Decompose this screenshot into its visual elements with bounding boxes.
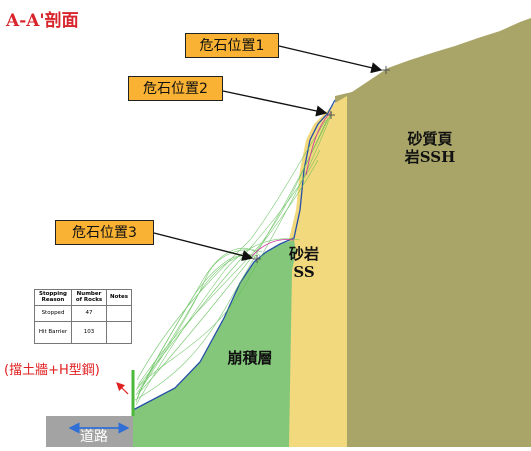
- sandy-shale-label-line2: 岩SSH: [404, 148, 456, 166]
- rock-marker-1: [382, 66, 390, 74]
- rock-marker-2: [327, 111, 335, 119]
- sandstone-label-line2: SS: [293, 263, 315, 281]
- wall-arrow: [116, 382, 129, 395]
- colluvium-layer: [133, 240, 296, 447]
- trajectory-path: [138, 249, 263, 393]
- stats-cell-count: 103: [71, 320, 107, 344]
- trajectory-path: [135, 254, 257, 403]
- stats-cell-reason: Stopped: [34, 304, 72, 322]
- colluvium-label: 崩積層: [227, 349, 273, 367]
- rockfall-trajectories: [134, 111, 333, 406]
- callout-arrow-1: [278, 45, 383, 74]
- sandstone-label-line1: 砂岩: [288, 245, 319, 263]
- rock-location-2-callout: 危石位置2: [128, 76, 223, 101]
- stopping-stats-table: Stopping Reason Number of Rocks Notes St…: [34, 289, 133, 344]
- trajectory-path: [136, 149, 321, 389]
- rock-source-markers: [253, 66, 390, 263]
- stats-header-count: Number of Rocks: [71, 289, 107, 306]
- table-row: Stopped 47: [34, 304, 133, 322]
- stats-header-row: Stopping Reason Number of Rocks Notes: [34, 289, 133, 306]
- sandstone-label: 砂岩 SS: [284, 245, 324, 281]
- section-title: A-A'剖面: [6, 11, 79, 31]
- sandstone-layer: [282, 96, 347, 447]
- trajectory-path: [136, 119, 327, 381]
- trajectory-path: [134, 114, 331, 401]
- trajectory-path: [137, 159, 319, 395]
- stats-cell-count: 47: [71, 304, 107, 322]
- stats-cell-notes: [105, 304, 133, 322]
- retaining-wall-label: (擋土牆+H型鋼): [4, 363, 100, 378]
- magenta-trajectories: [251, 111, 332, 257]
- stats-cell-reason: Hit Barrier: [34, 320, 72, 344]
- trajectory-path: [251, 239, 295, 257]
- trajectory-path: [135, 254, 259, 396]
- stats-header-notes: Notes: [105, 289, 133, 306]
- trajectory-path: [136, 247, 261, 399]
- rock-marker-3: [253, 255, 261, 263]
- sandy-shale-label: 砂質頁 岩SSH: [390, 130, 470, 166]
- stats-cell-notes: [105, 320, 133, 344]
- trajectory-path: [305, 111, 332, 176]
- table-row: Hit Barrier 103: [34, 320, 133, 344]
- trajectory-path: [135, 238, 301, 406]
- callout-arrow-2: [222, 90, 328, 117]
- slope-surface-line: [132, 99, 336, 411]
- rock-location-1-callout: 危石位置1: [185, 33, 279, 58]
- sandy-shale-label-line1: 砂質頁: [407, 130, 453, 148]
- callout-arrow-3: [153, 232, 254, 262]
- road-label: 道路: [80, 429, 108, 445]
- sandy-shale-layer: [335, 18, 531, 447]
- trajectory-path: [135, 111, 333, 391]
- stats-header-reason: Stopping Reason: [34, 289, 72, 306]
- rock-location-3-callout: 危石位置3: [55, 220, 154, 245]
